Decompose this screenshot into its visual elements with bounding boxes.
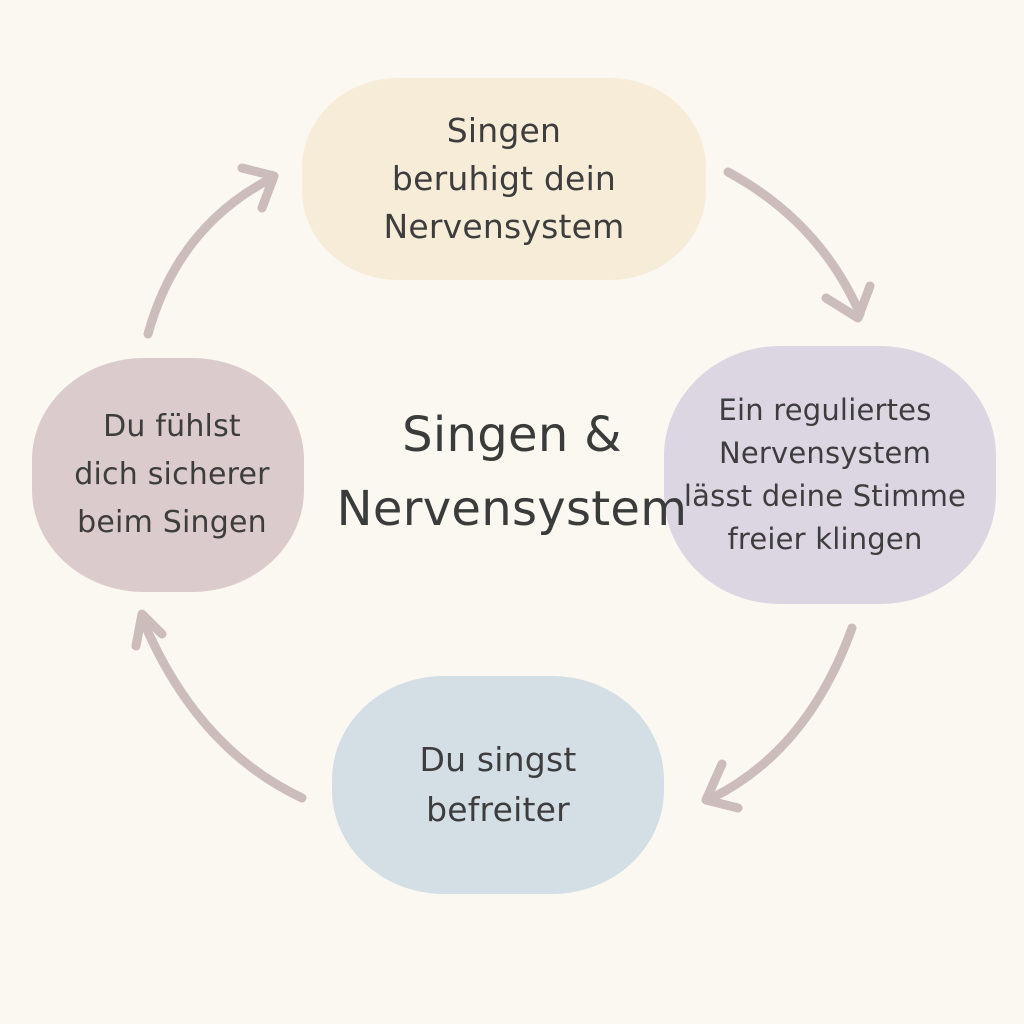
cycle-node-left: Du fühlst dich sicherer beim Singen [32, 358, 304, 592]
cycle-node-top-label: Singen beruhigt dein Nervensystem [383, 111, 625, 246]
diagram-center-title: Singen & Nervensystem [336, 407, 688, 537]
arrow-top-to-right [723, 167, 875, 323]
arrow-bottom-to-left [131, 609, 307, 803]
arrow-right-to-bottom [701, 623, 857, 813]
cycle-node-bottom: Du singst befreiter [332, 676, 664, 894]
cycle-node-right-label: Ein reguliertes Nervensystem lässt deine… [683, 393, 967, 556]
cycle-node-right: Ein reguliertes Nervensystem lässt deine… [664, 346, 996, 604]
cycle-node-bottom-label: Du singst befreiter [419, 740, 577, 829]
arrow-left-to-top [143, 163, 279, 339]
cycle-node-left-label: Du fühlst dich sicherer beim Singen [74, 409, 270, 540]
cycle-node-top: Singen beruhigt dein Nervensystem [302, 78, 706, 280]
